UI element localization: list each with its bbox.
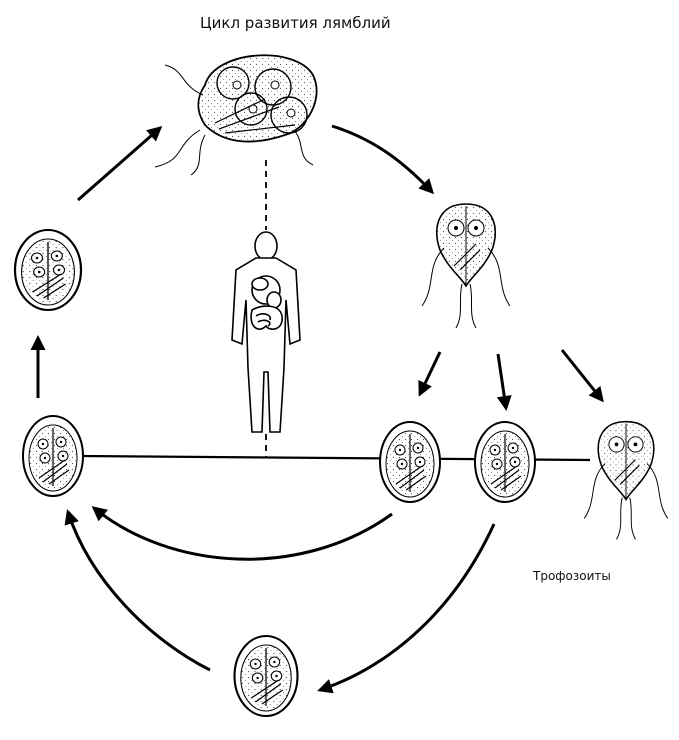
arrow-to-bottom-cyst [317,523,496,694]
cyst-right [474,421,536,503]
diagram-title: Цикл развития лямблий [200,14,391,32]
trophozoites-label: Трофозоиты [533,569,611,583]
human-host-figure [231,231,301,433]
cyst-left-bottom [22,415,84,497]
trophozoite-right [583,420,669,541]
arrow-to-right-trophozoite [560,349,604,403]
arrow-to-top-trophozoite [331,124,435,195]
arrow-to-top-cluster [77,126,163,202]
cyst-center [379,421,441,503]
arrow-to-right-cyst [496,353,512,411]
trophozoite-top-right [421,203,511,329]
dividing-trophozoites [154,54,318,176]
arrow-outer-curve [64,509,211,672]
cyst-bottom [233,634,299,718]
arrow-inner-curve [91,506,393,561]
arrow-to-center-cyst [418,351,442,397]
cyst-left-top [13,228,83,312]
